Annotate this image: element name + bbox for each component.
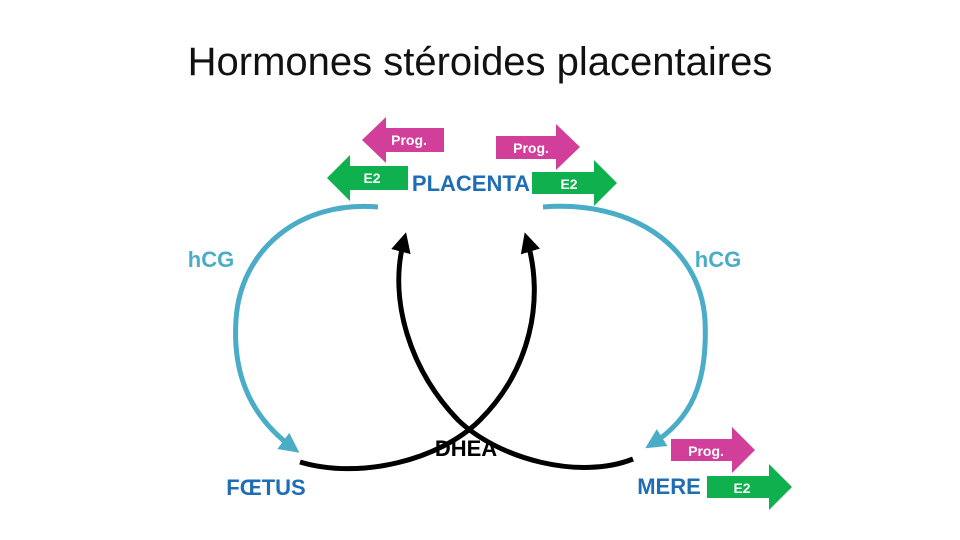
hcg-label-left: hCG — [188, 247, 234, 272]
e2-arrow-mere: E2 — [707, 464, 792, 510]
e2-arrow-left: E2 — [327, 155, 408, 201]
e2-arrow-mere-shape — [707, 464, 792, 510]
e2-arrow-left-shape — [327, 155, 408, 201]
prog-arrow-left-label: Prog. — [391, 132, 427, 148]
e2-arrow-right-label: E2 — [560, 176, 577, 192]
e2-arrow-right: E2 — [532, 160, 617, 206]
prog-arrow-mere-shape — [671, 427, 755, 473]
hcg-label-right: hCG — [695, 247, 741, 272]
page-title: Hormones stéroides placentaires — [187, 40, 773, 84]
dhea-arrow-mere-to-placenta — [391, 232, 634, 470]
prog-arrow-mere-label: Prog. — [688, 443, 724, 459]
prog-arrow-mere: Prog. — [671, 427, 755, 473]
prog-arrow-left: Prog. — [362, 117, 444, 163]
hcg-arrow-placenta-to-foetus — [233, 203, 379, 453]
e2-arrow-mere-label: E2 — [733, 480, 750, 496]
prog-arrow-left-shape — [362, 117, 444, 163]
e2-arrow-right-shape — [532, 160, 617, 206]
e2-arrow-left-label: E2 — [363, 170, 380, 186]
foetus-label: FŒTUS — [226, 475, 305, 500]
prog-arrow-right: Prog. — [496, 124, 580, 170]
prog-arrow-right-shape — [496, 124, 580, 170]
prog-arrow-right-label: Prog. — [513, 140, 549, 156]
dhea-arrow-foetus-to-placenta — [299, 232, 541, 472]
mere-label: MERE — [637, 474, 701, 499]
placenta-label: PLACENTA — [412, 171, 530, 196]
dhea-label: DHEA — [435, 436, 497, 461]
hcg-arrow-placenta-to-mere — [542, 203, 708, 449]
